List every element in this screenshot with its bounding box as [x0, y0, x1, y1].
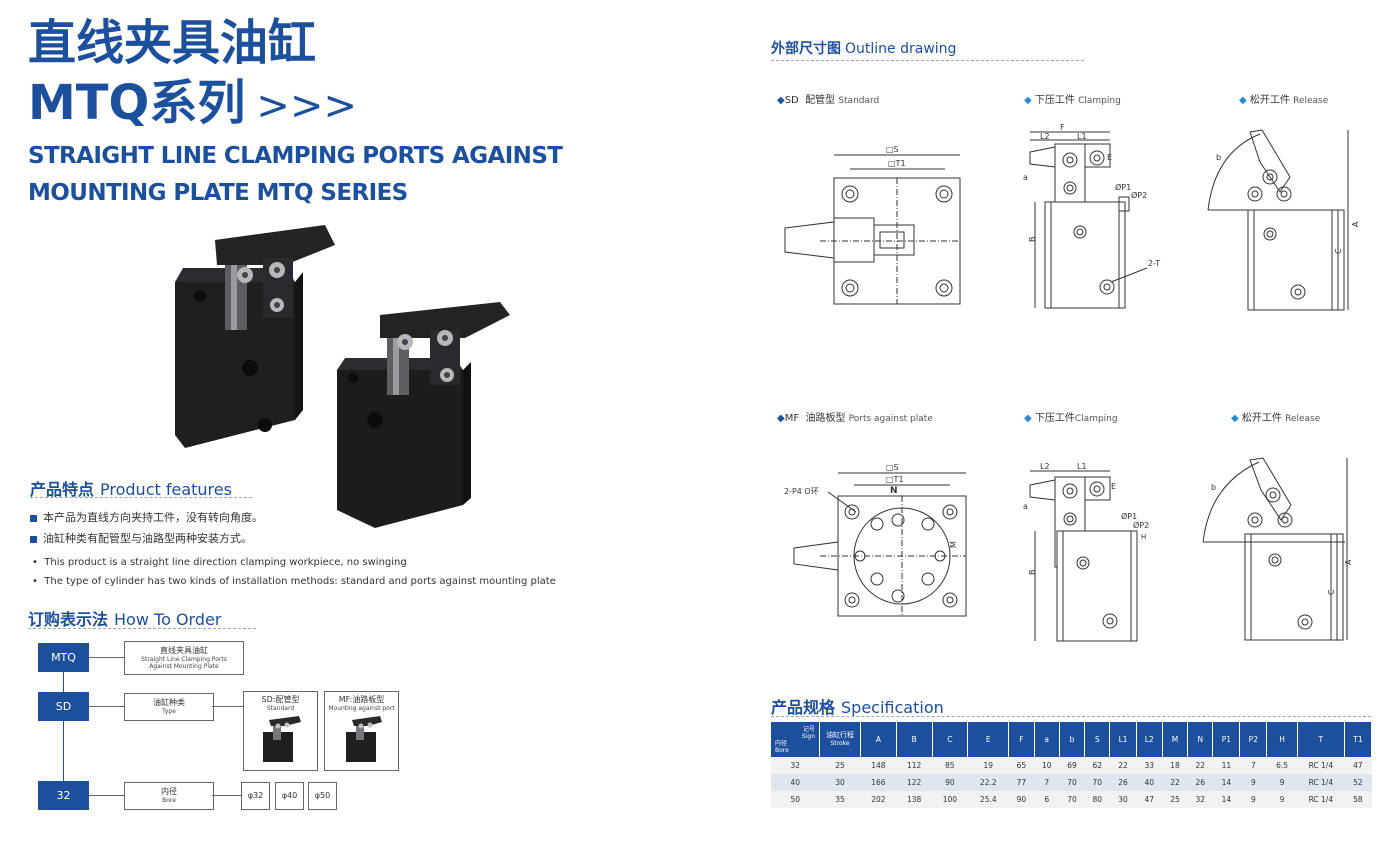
svg-text:ØP2: ØP2: [1133, 520, 1149, 530]
svg-text:C: C: [1327, 589, 1336, 595]
spec-header-t1: T1: [1344, 722, 1373, 757]
svg-text:b: b: [1216, 153, 1221, 162]
svg-text:2-P4 O环: 2-P4 O环: [784, 487, 819, 496]
mf-top-view-drawing: □S □T1 N 2-P4 O环 M: [784, 463, 967, 617]
sd-top-view-drawing: □S □T1: [784, 145, 961, 305]
svg-text:L1: L1: [1077, 132, 1087, 141]
mf-release-label: ◆ 松开工件 Release: [1231, 413, 1321, 424]
title-cn-line2: MTQ系列: [28, 75, 246, 131]
svg-text:L2: L2: [1040, 132, 1050, 141]
spec-title: 产品规格 Specification: [771, 694, 944, 718]
svg-text:H: H: [1141, 533, 1146, 541]
sd-clamping-drawing: F L2 L1 a ØP1 ØP2 E B 2-T: [1023, 123, 1160, 309]
mf-clamp-label: ◆ 下压工件Clamping: [1024, 413, 1118, 424]
order-title-cn: 订购表示法: [28, 610, 109, 629]
svg-text:A: A: [1351, 221, 1360, 227]
order-title: 订购表示法 How To Order: [28, 606, 221, 630]
features-title-cn: 产品特点: [30, 480, 95, 499]
svg-text:F: F: [1060, 123, 1065, 132]
spec-header-n: N: [1187, 722, 1214, 757]
svg-text:C: C: [1334, 248, 1343, 254]
sd-label: ◆SD 配管型 Standard: [777, 95, 880, 106]
spec-header-h: H: [1266, 722, 1298, 757]
svg-text:E: E: [1111, 482, 1116, 491]
svg-text:ØP1: ØP1: [1115, 182, 1131, 192]
svg-text:B: B: [1028, 570, 1037, 576]
spec-header-a: A: [860, 722, 897, 757]
sd-clamp-label: ◆ 下压工件 Clamping: [1024, 95, 1121, 106]
spec-header-l2: L2: [1136, 722, 1163, 757]
product-image: [175, 225, 510, 528]
svg-text:L1: L1: [1077, 462, 1087, 471]
svg-text:L2: L2: [1040, 462, 1050, 471]
svg-text:A: A: [1344, 559, 1353, 565]
svg-text:M: M: [949, 541, 958, 548]
svg-text:a: a: [1023, 173, 1028, 182]
spec-header-p1: P1: [1212, 722, 1241, 757]
mf-release-drawing: b C A: [1202, 457, 1353, 641]
order-desc-bore: 内径 Bore: [124, 782, 214, 810]
svg-text:E: E: [1107, 153, 1112, 162]
spec-header-s: S: [1084, 722, 1111, 757]
svg-text:□T1: □T1: [886, 475, 904, 484]
spec-header-t: T: [1297, 722, 1345, 757]
order-option-sd: SD:配管型 Standard: [243, 691, 318, 771]
mf-label: ◆MF 油路板型 Ports against plate: [777, 413, 933, 424]
svg-text:a: a: [1023, 502, 1028, 511]
order-desc-type: 油缸种类 Type: [124, 693, 214, 721]
order-code-mtq: MTQ: [38, 643, 89, 672]
svg-text:N: N: [890, 486, 898, 496]
svg-text:2-T: 2-T: [1148, 259, 1160, 268]
bore-option-32: φ32: [241, 782, 270, 810]
spec-header-f: F: [1008, 722, 1035, 757]
bore-option-50: φ50: [308, 782, 337, 810]
outline-title-cn: 外部尺寸图: [771, 41, 841, 57]
spec-header-m: M: [1162, 722, 1189, 757]
bore-option-40: φ40: [275, 782, 304, 810]
svg-text:B: B: [1028, 237, 1037, 243]
svg-text:□T1: □T1: [888, 159, 906, 168]
feature-cn-1: 本产品为直线方向夹持工件，没有转向角度。: [30, 509, 263, 525]
spec-header-p2: P2: [1239, 722, 1268, 757]
sd-release-label: ◆ 松开工件 Release: [1239, 95, 1329, 106]
svg-text:ØP1: ØP1: [1121, 511, 1137, 521]
spec-header-e: E: [967, 722, 1010, 757]
order-code-sd: SD: [38, 692, 89, 721]
sd-release-drawing: b C A: [1207, 129, 1360, 311]
title-en-line2: MOUNTING PLATE MTQ SERIES: [28, 180, 408, 206]
spec-header-b-lower: b: [1059, 722, 1086, 757]
feature-en-2: • The type of cylinder has two kinds of …: [32, 576, 556, 587]
order-desc-product: 直线夹具油缸 Straight Line Clamping Ports Agai…: [124, 641, 244, 675]
title-cn-line1: 直线夹具油缸: [28, 15, 317, 71]
outline-title-en: Outline drawing: [845, 41, 957, 57]
order-code-32: 32: [38, 781, 89, 810]
spec-header-c: C: [932, 722, 969, 757]
svg-text:□S: □S: [886, 463, 899, 472]
spec-header-a-lower: a: [1034, 722, 1060, 757]
features-title: 产品特点 Product features: [30, 476, 232, 500]
spec-header-b: B: [896, 722, 933, 757]
features-title-en: Product features: [100, 480, 232, 499]
spec-title-cn: 产品规格: [771, 698, 836, 717]
feature-cn-2: 油缸种类有配管型与油路型两种安装方式。: [30, 530, 252, 546]
order-title-en: How To Order: [114, 610, 222, 629]
spec-title-en: Specification: [841, 698, 944, 717]
svg-text:□S: □S: [886, 145, 899, 154]
order-option-mf: MF:油路板型 Mounting against port: [324, 691, 399, 771]
svg-text:b: b: [1211, 483, 1216, 492]
title-en-line1: STRAIGHT LINE CLAMPING PORTS AGAINST: [28, 143, 563, 169]
title-chevrons: >>>: [256, 83, 357, 129]
mf-clamping-drawing: L2 L1 a E ØP1 ØP2 H B: [1023, 462, 1149, 642]
spec-header-l1: L1: [1109, 722, 1137, 757]
feature-en-1: • This product is a straight line direct…: [32, 557, 407, 568]
svg-text:ØP2: ØP2: [1131, 190, 1147, 200]
